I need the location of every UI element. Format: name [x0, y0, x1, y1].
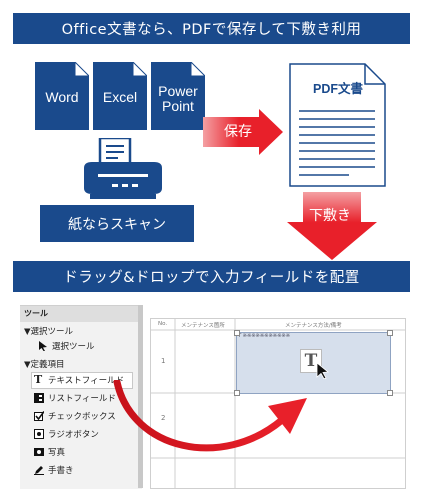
drag-cursor-icon [316, 363, 330, 379]
resize-handle-bl[interactable] [234, 390, 240, 396]
powerpoint-label: Power Point [158, 83, 198, 114]
word-document-icon: Word [35, 62, 89, 130]
save-arrow-label: 保存 [224, 124, 252, 140]
tool-item-radio-button[interactable]: ラジオボタン [34, 428, 99, 440]
tool-item-text-field-label: テキストフィールド [48, 376, 125, 386]
radio-button-icon [34, 429, 44, 439]
resize-handle-br[interactable] [387, 390, 393, 396]
drag-text-field-icon: T [300, 349, 322, 373]
scan-label-text: 紙ならスキャン [68, 216, 166, 233]
tool-item-checkbox-label: チェックボックス [48, 412, 116, 422]
middle-banner-text: ドラッグ&ドロップで入力フィールドを配置 [63, 270, 360, 286]
top-banner-text: Office文書なら、PDFで保存して下敷き利用 [61, 22, 362, 38]
tool-item-photo[interactable]: 写真 [34, 446, 65, 458]
tool-item-photo-label: 写真 [48, 448, 66, 458]
underlay-arrow-label: 下敷き [309, 208, 351, 224]
row-number-2: 2 [161, 414, 166, 422]
excel-label: Excel [102, 89, 138, 105]
group-definition-label: ▼定義項目 [24, 360, 65, 370]
top-banner: Office文書なら、PDFで保存して下敷き利用 [13, 13, 410, 44]
middle-banner: ドラッグ&ドロップで入力フィールドを配置 [13, 261, 410, 292]
column-header-location: メンテナンス箇所 [181, 323, 225, 329]
powerpoint-document-icon: Power Point [151, 62, 205, 130]
tool-item-checkbox[interactable]: チェックボックス [34, 410, 116, 422]
tool-item-list-field[interactable]: リストフィールド [34, 392, 116, 404]
tool-item-list-field-label: リストフィールド [48, 394, 116, 404]
tool-item-handwriting-label: 手書き [48, 466, 74, 476]
panel-scrollbar[interactable] [138, 305, 143, 488]
placed-field-label: T ※※※※※※※※※※※ [238, 333, 290, 339]
tool-item-radio-button-label: ラジオボタン [48, 430, 99, 440]
column-header-no: No. [158, 321, 168, 327]
tool-item-handwriting[interactable]: 手書き [34, 464, 74, 476]
group-select-label: ▼選択ツール [24, 327, 74, 337]
photo-icon [34, 447, 44, 457]
save-arrow [203, 109, 283, 155]
resize-handle-tr[interactable] [387, 330, 393, 336]
scanner-icon [84, 138, 162, 199]
handwriting-icon [34, 465, 44, 475]
tool-item-select[interactable]: 選択ツール [38, 340, 95, 352]
group-definition-items[interactable]: ▼定義項目 [24, 358, 65, 370]
scan-label: 紙ならスキャン [40, 205, 194, 242]
list-field-icon [34, 393, 44, 403]
tool-item-select-label: 選択ツール [52, 342, 95, 352]
drag-arrow [113, 380, 307, 452]
underlay-arrow [287, 192, 377, 260]
group-select-tool[interactable]: ▼選択ツール [24, 325, 73, 337]
row-number-1: 1 [161, 357, 166, 365]
column-header-method: メンテナンス方法/備考 [285, 323, 342, 329]
resize-handle-tl[interactable] [234, 330, 240, 336]
excel-document-icon: Excel [93, 62, 147, 130]
tool-item-selected-highlight [31, 372, 133, 389]
checkbox-icon [34, 411, 45, 421]
tool-item-text-field[interactable]: T テキストフィールド [34, 374, 124, 386]
tool-panel-header: ツール [20, 306, 142, 322]
cursor-icon [38, 341, 48, 351]
pdf-document-title: PDF文書 [312, 82, 363, 96]
text-field-icon: T [34, 373, 43, 386]
word-label: Word [45, 89, 79, 105]
pdf-document-icon [289, 63, 386, 187]
